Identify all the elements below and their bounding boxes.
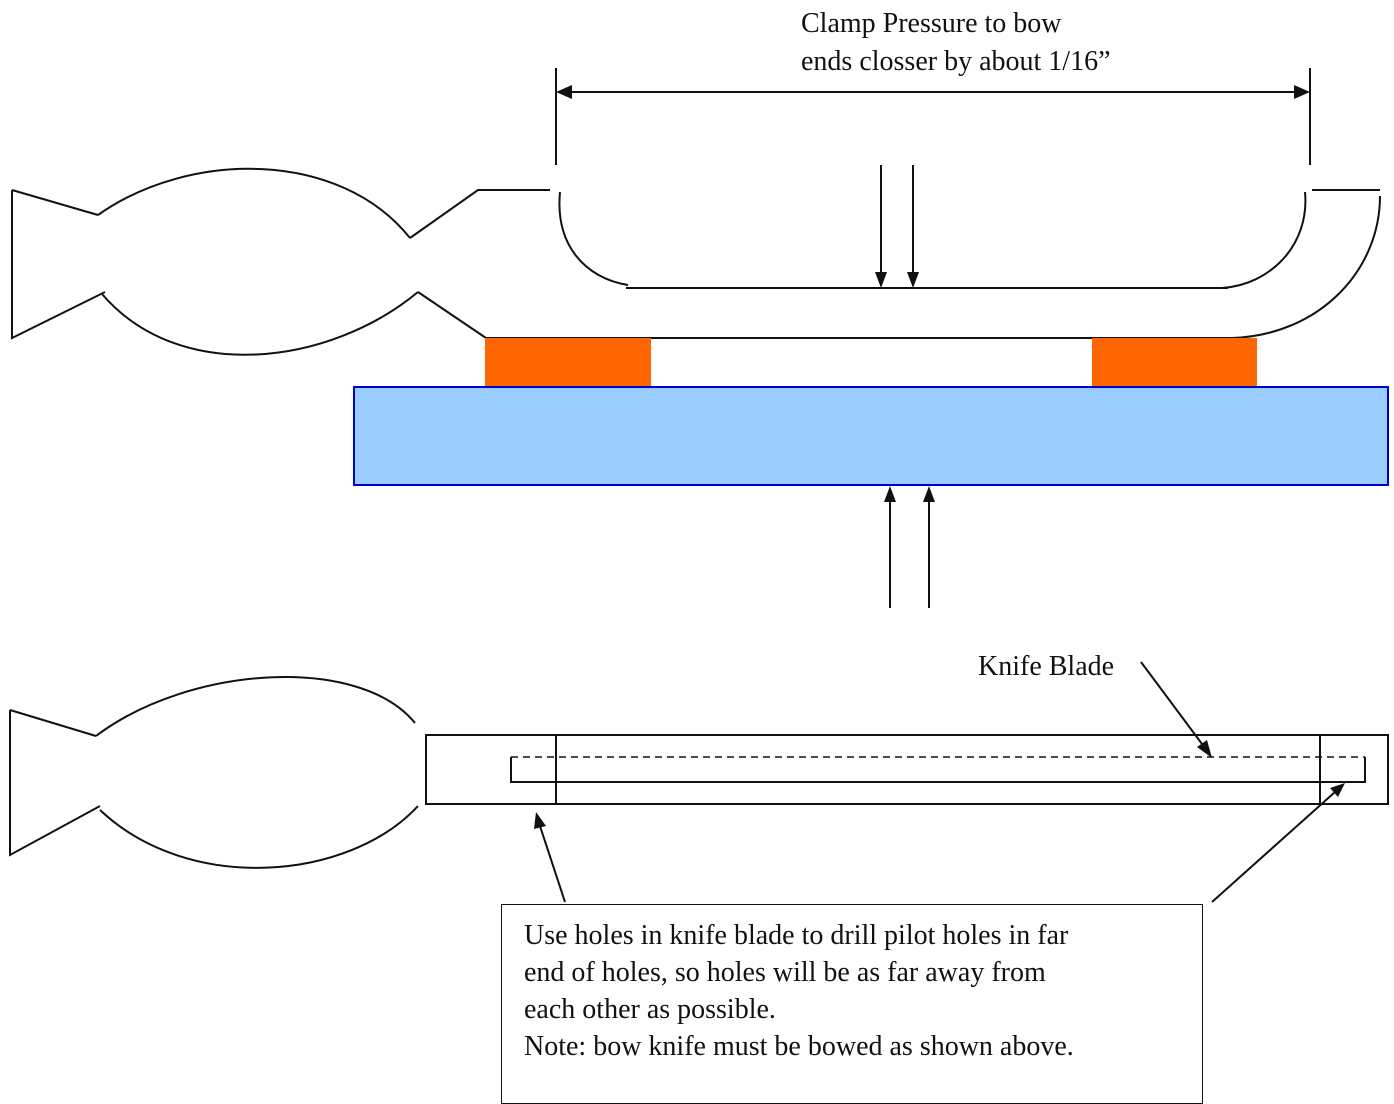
- knife-blade-leader: [1140, 661, 1212, 758]
- clamp-pad-left: [485, 338, 651, 386]
- note-line-3: each other as possible.: [524, 994, 776, 1025]
- clamp-pad-right: [1092, 338, 1257, 386]
- clamp-pressure-arrows-up: [884, 486, 935, 608]
- instruction-note-box: Use holes in knife blade to drill pilot …: [501, 904, 1203, 1104]
- clamp-label-line1: Clamp Pressure to bow: [801, 8, 1062, 39]
- note-leader-left: [534, 812, 566, 903]
- bottom-knife-handle: [9, 676, 419, 869]
- note-line-1: Use holes in knife blade to drill pilot …: [524, 920, 1069, 951]
- note-line-2: end of holes, so holes will be as far aw…: [524, 957, 1046, 988]
- top-knife-handle: [11, 167, 550, 356]
- bottom-blade-top-view: [425, 734, 1389, 805]
- note-leader-right: [1211, 783, 1345, 903]
- note-line-4: Note: bow knife must be bowed as shown a…: [524, 1031, 1074, 1062]
- knife-blade-label: Knife Blade: [978, 651, 1114, 682]
- bowed-blade: [486, 189, 1381, 339]
- clamp-label-line2: ends closser by about 1/16”: [801, 46, 1111, 77]
- base-board: [353, 386, 1389, 486]
- clamp-pressure-arrows-down: [875, 165, 919, 288]
- dimension-line: [555, 68, 1311, 165]
